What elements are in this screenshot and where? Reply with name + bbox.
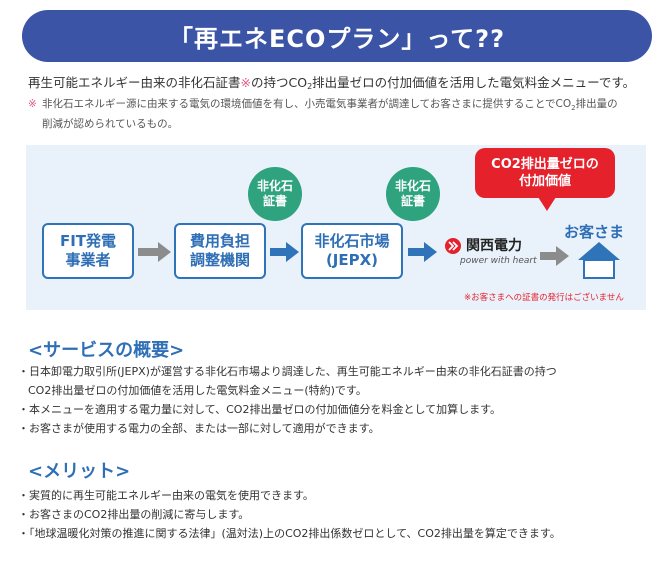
flow-diagram: FIT発電 事業者 費用負担 調整機関 非化石 証書 非化石市場 (JEPX) …: [26, 145, 646, 310]
bubble-line-1: CO2排出量ゼロの: [491, 157, 599, 172]
fit-box-line-1: FIT発電: [59, 232, 117, 250]
list-item: ・日本卸電力取引所(JEPX)が運営する非化石市場より調達した、再生可能エネルギ…: [18, 365, 557, 378]
market-box: 非化石市場 (JEPX): [301, 223, 403, 279]
gray-arrow-icon: [540, 246, 569, 266]
house-icon: [578, 242, 620, 279]
company-tagline: power with heart: [460, 256, 537, 266]
customer-label: お客さま: [564, 223, 625, 241]
fit-box-line-2: 事業者: [65, 251, 111, 269]
list-item: ・お客さまのCO2排出量の削減に寄与します。: [18, 508, 250, 521]
market-box-line-2: (JEPX): [325, 251, 379, 269]
cert1-line-2: 証書: [262, 194, 287, 208]
cert2-line-2: 証書: [400, 194, 425, 208]
service-list: ・日本卸電力取引所(JEPX)が運営する非化石市場より調達した、再生可能エネルギ…: [18, 362, 668, 438]
intro-part-2: の持つCO: [251, 75, 308, 90]
footnote-subscript: 2: [571, 104, 576, 113]
bubble-tail: [538, 197, 556, 211]
list-item: ・「地球温暖化対策の推進に関する法律」(温対法)上のCO2排出係数ゼロとして、C…: [18, 527, 561, 540]
intro-part-1: 再生可能エネルギー由来の非化石証書: [28, 75, 241, 90]
intro-subscript: 2: [307, 82, 313, 91]
footnote-line-1: 非化石エネルギー源に由来する電気の環境価値を有し、小売電気事業者が調達してお客さ…: [42, 98, 572, 110]
footnote-mark: ※: [28, 98, 37, 110]
company-name: 関西電力: [466, 238, 522, 254]
company-logo: 関西電力 power with heart: [444, 235, 544, 275]
blue-arrow-icon: [270, 242, 299, 262]
cert1-line-1: 非化石: [256, 179, 293, 193]
bubble-line-2: 付加価値: [518, 174, 571, 189]
cert2-line-1: 非化石: [394, 179, 431, 193]
list-item: CO2排出量ゼロの付加価値を活用した電気料金メニュー(特約)です。: [28, 384, 367, 397]
co2-value-bubble: CO2排出量ゼロの 付加価値: [475, 148, 615, 198]
market-box-line-1: 非化石市場: [314, 232, 390, 250]
list-item: ・お客さまが使用する電力の全部、または一部に対して適用ができます。: [18, 422, 380, 435]
service-heading: <サービスの概要>: [28, 340, 185, 361]
gray-arrow-icon: [138, 242, 171, 262]
blue-arrow-icon: [408, 242, 437, 262]
fit-producer-box: FIT発電 事業者: [42, 223, 134, 279]
footnote-line-2: 削減が認められているもの。: [42, 118, 179, 131]
footnote-mark: ※: [240, 75, 251, 90]
list-item: ・実質的に再生可能エネルギー由来の電気を使用できます。: [18, 489, 314, 502]
kepco-mark-icon: [445, 238, 461, 254]
certificate-badge-1: 非化石 証書: [248, 167, 302, 221]
adjust-box-line-1: 費用負担: [189, 232, 250, 250]
merit-list: ・実質的に再生可能エネルギー由来の電気を使用できます。 ・お客さまのCO2排出量…: [18, 486, 668, 543]
certificate-badge-2: 非化石 証書: [386, 167, 440, 221]
cost-adjust-box: 費用負担 調整機関: [174, 223, 266, 279]
intro-text: 再生可能エネルギー由来の非化石証書※の持つCO2排出量ゼロの付加価値を活用した電…: [28, 72, 658, 91]
merit-heading: <メリット>: [28, 461, 131, 482]
footnote-line-1-end: 排出量の: [575, 98, 618, 110]
intro-part-3: 排出量ゼロの付加価値を活用した電気料金メニューです。: [312, 75, 636, 90]
diagram-note: ※お客さまへの証書の発行はございません: [464, 293, 624, 303]
list-item: ・本メニューを適用する電力量に対して、CO2排出量ゼロの付加価値分を料金として加…: [18, 403, 502, 416]
page-title: 「再エネECOプラン」って??: [22, 10, 652, 62]
adjust-box-line-2: 調整機関: [189, 251, 250, 269]
footnote: ※ 非化石エネルギー源に由来する電気の環境価値を有し、小売電気事業者が調達してお…: [28, 96, 658, 132]
